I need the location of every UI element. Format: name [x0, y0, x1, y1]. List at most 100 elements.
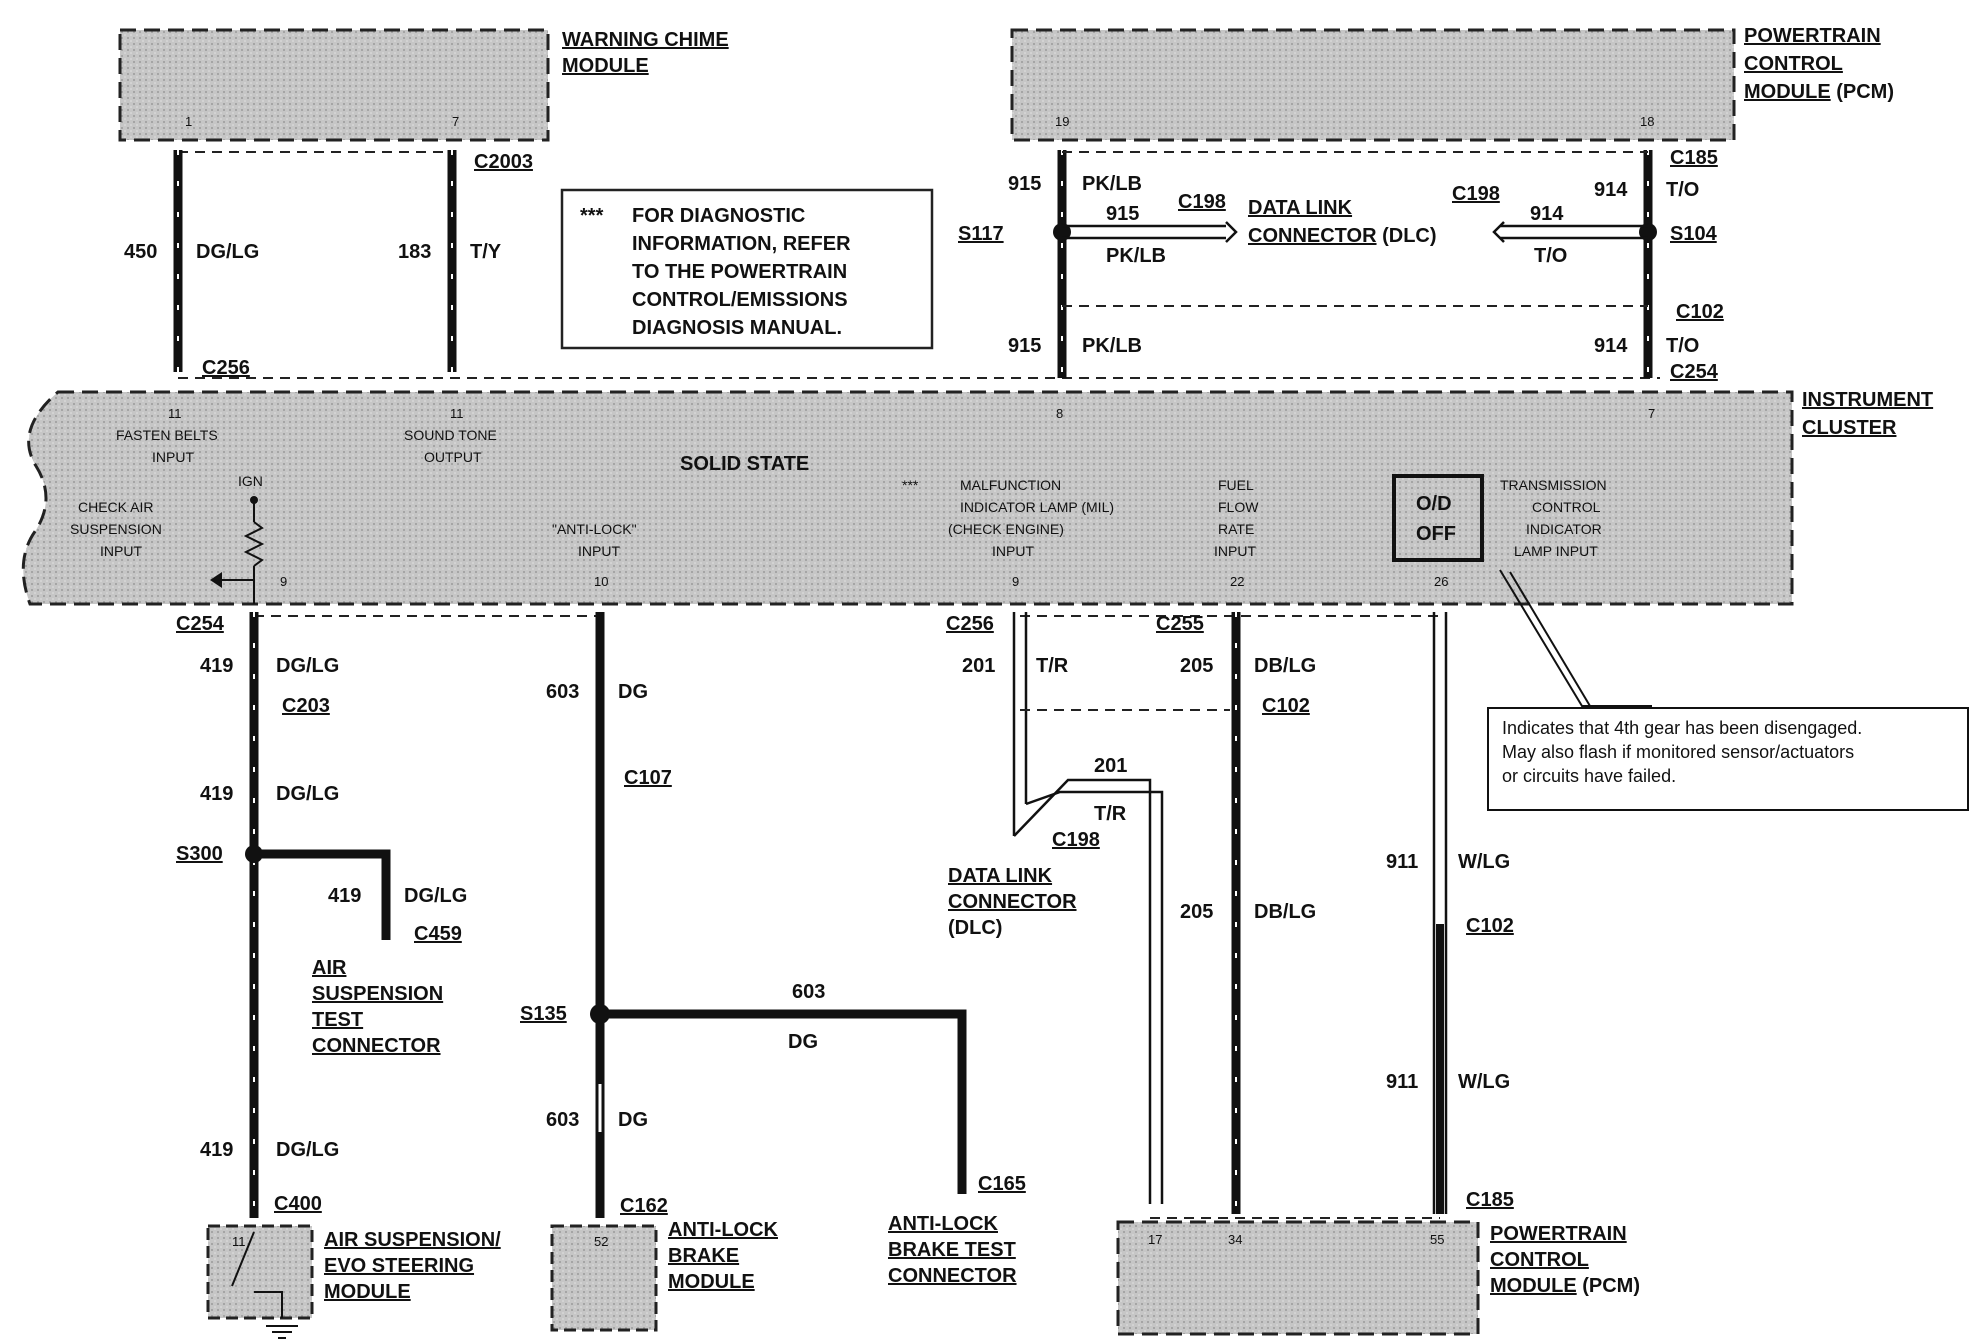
wire-color: DG/LG	[404, 885, 467, 907]
wire-number: 915	[1008, 335, 1041, 357]
od-off-indicator: O/D OFF	[1392, 474, 1484, 562]
wire-number: 914	[1594, 179, 1628, 201]
wire-number: 603	[546, 1109, 579, 1131]
wire-color: T/O	[1534, 245, 1567, 267]
cluster-input-label: INPUT	[100, 543, 142, 559]
connector-label: C185	[1466, 1189, 1514, 1211]
callout-line: May also flash if monitored sensor/actua…	[1502, 742, 1854, 762]
note-line: FOR DIAGNOSTIC	[632, 205, 805, 227]
cluster-input-label: TRANSMISSION	[1500, 477, 1607, 493]
pin-label: 8	[1056, 406, 1063, 421]
wire-number: 914	[1594, 335, 1628, 357]
connector-label: C198	[1178, 191, 1226, 213]
connector-label: C107	[624, 767, 672, 789]
note-line: TO THE POWERTRAIN	[632, 261, 847, 283]
callout-box: Indicates that 4th gear has been disenga…	[1487, 707, 1969, 811]
cluster-input-label: SUSPENSION	[70, 521, 162, 537]
cluster-input-label: INPUT	[578, 543, 620, 559]
wire-color: DG/LG	[276, 655, 339, 677]
splice-label: S117	[958, 223, 1004, 245]
dlc-label-suffix: (DLC)	[1382, 225, 1436, 247]
note-line: INFORMATION, REFER	[632, 233, 851, 255]
cluster-input-label: CONTROL	[1532, 499, 1601, 515]
pin-label: 1	[185, 114, 192, 129]
connector-label: C198	[1452, 183, 1500, 205]
splice-label: S300	[176, 843, 223, 865]
cluster-input-label: OUTPUT	[424, 449, 482, 465]
pin-label: 9	[280, 574, 287, 589]
pin-label: 10	[594, 574, 608, 589]
wire-number: 603	[792, 981, 825, 1003]
cluster-input-label: FUEL	[1218, 477, 1254, 493]
dlc-label: CONNECTOR	[948, 891, 1077, 913]
module-label-suffix: (PCM)	[1582, 1275, 1640, 1297]
connector-label: C162	[620, 1195, 668, 1217]
wire-color: T/R	[1094, 803, 1127, 825]
cluster-input-label: SOUND TONE	[404, 427, 497, 443]
wire-number: 911	[1386, 1071, 1418, 1093]
module-label: CONTROL	[1744, 53, 1843, 75]
wire-color: DG/LG	[276, 1139, 339, 1161]
cluster-input-label: LAMP INPUT	[1514, 543, 1598, 559]
connector-label: C102	[1676, 301, 1724, 323]
wire-color: T/O	[1666, 179, 1699, 201]
connector-label: C256	[202, 357, 250, 379]
connector-label: C254	[176, 613, 225, 635]
module-label: ANTI-LOCK	[668, 1219, 779, 1241]
pin-label: 55	[1430, 1232, 1444, 1247]
wire-number: 201	[1094, 755, 1127, 777]
cluster-input-label: INDICATOR	[1526, 521, 1602, 537]
connector-label: C255	[1156, 613, 1204, 635]
test-connector-label: CONNECTOR	[888, 1265, 1017, 1287]
test-connector-label: ANTI-LOCK	[888, 1213, 999, 1235]
dlc-label: DATA LINK	[948, 865, 1053, 887]
module-label-main: MODULE	[1744, 81, 1831, 103]
cluster-input-label: FLOW	[1218, 499, 1259, 515]
wire-color: DG	[618, 681, 648, 703]
connector-label: C400	[274, 1193, 322, 1215]
connector-label: C185	[1670, 147, 1718, 169]
wire-number: 911	[1386, 851, 1418, 873]
module-label-suffix: (PCM)	[1836, 81, 1894, 103]
module-label: MODULE (PCM)	[1744, 81, 1894, 103]
note-line: CONTROL/EMISSIONS	[632, 289, 848, 311]
wire-number: 419	[200, 1139, 233, 1161]
diagnostic-note: *** FOR DIAGNOSTIC INFORMATION, REFER TO…	[560, 188, 934, 350]
connector-label: C165	[978, 1173, 1026, 1195]
cluster-input-label: "ANTI-LOCK"	[552, 521, 637, 537]
wire-number: 201	[962, 655, 995, 677]
dlc-label: (DLC)	[948, 917, 1002, 939]
solid-state-label: SOLID STATE	[680, 453, 809, 475]
wire-number: 205	[1180, 655, 1213, 677]
module-label: BRAKE	[668, 1245, 739, 1267]
wire-number: 914	[1530, 203, 1564, 225]
wire-color: DG	[618, 1109, 648, 1131]
test-connector-label: CONNECTOR	[312, 1035, 441, 1057]
connector-label: C102	[1466, 915, 1514, 937]
cluster-input-label: CHECK AIR	[78, 499, 153, 515]
wire-number: 419	[200, 655, 233, 677]
warning-chime-module: 1 7	[118, 28, 550, 142]
module-label: INSTRUMENT	[1802, 389, 1933, 411]
pin-label: 11	[168, 406, 182, 421]
module-label: CLUSTER	[1802, 417, 1897, 439]
wire-number: 915	[1008, 173, 1041, 195]
cluster-input-label: RATE	[1218, 521, 1254, 537]
pin-label: 22	[1230, 574, 1244, 589]
wire-color: T/R	[1036, 655, 1069, 677]
splice-dot	[1053, 223, 1071, 241]
module-label: CONTROL	[1490, 1249, 1589, 1271]
pin-label: 11	[450, 406, 464, 421]
wire-number: 450	[124, 241, 157, 263]
wire-color: DB/LG	[1254, 901, 1316, 923]
connector-label: C2003	[474, 151, 533, 173]
splice-dot	[245, 845, 263, 863]
pin-label: 19	[1055, 114, 1069, 129]
cluster-input-label: MALFUNCTION	[960, 477, 1061, 493]
od-off-label: O/D	[1416, 493, 1452, 515]
module-label: WARNING CHIME	[562, 29, 729, 51]
splice-label: S104	[1670, 223, 1718, 245]
pin-label: 7	[1648, 406, 1655, 421]
wire-number: 419	[200, 783, 233, 805]
